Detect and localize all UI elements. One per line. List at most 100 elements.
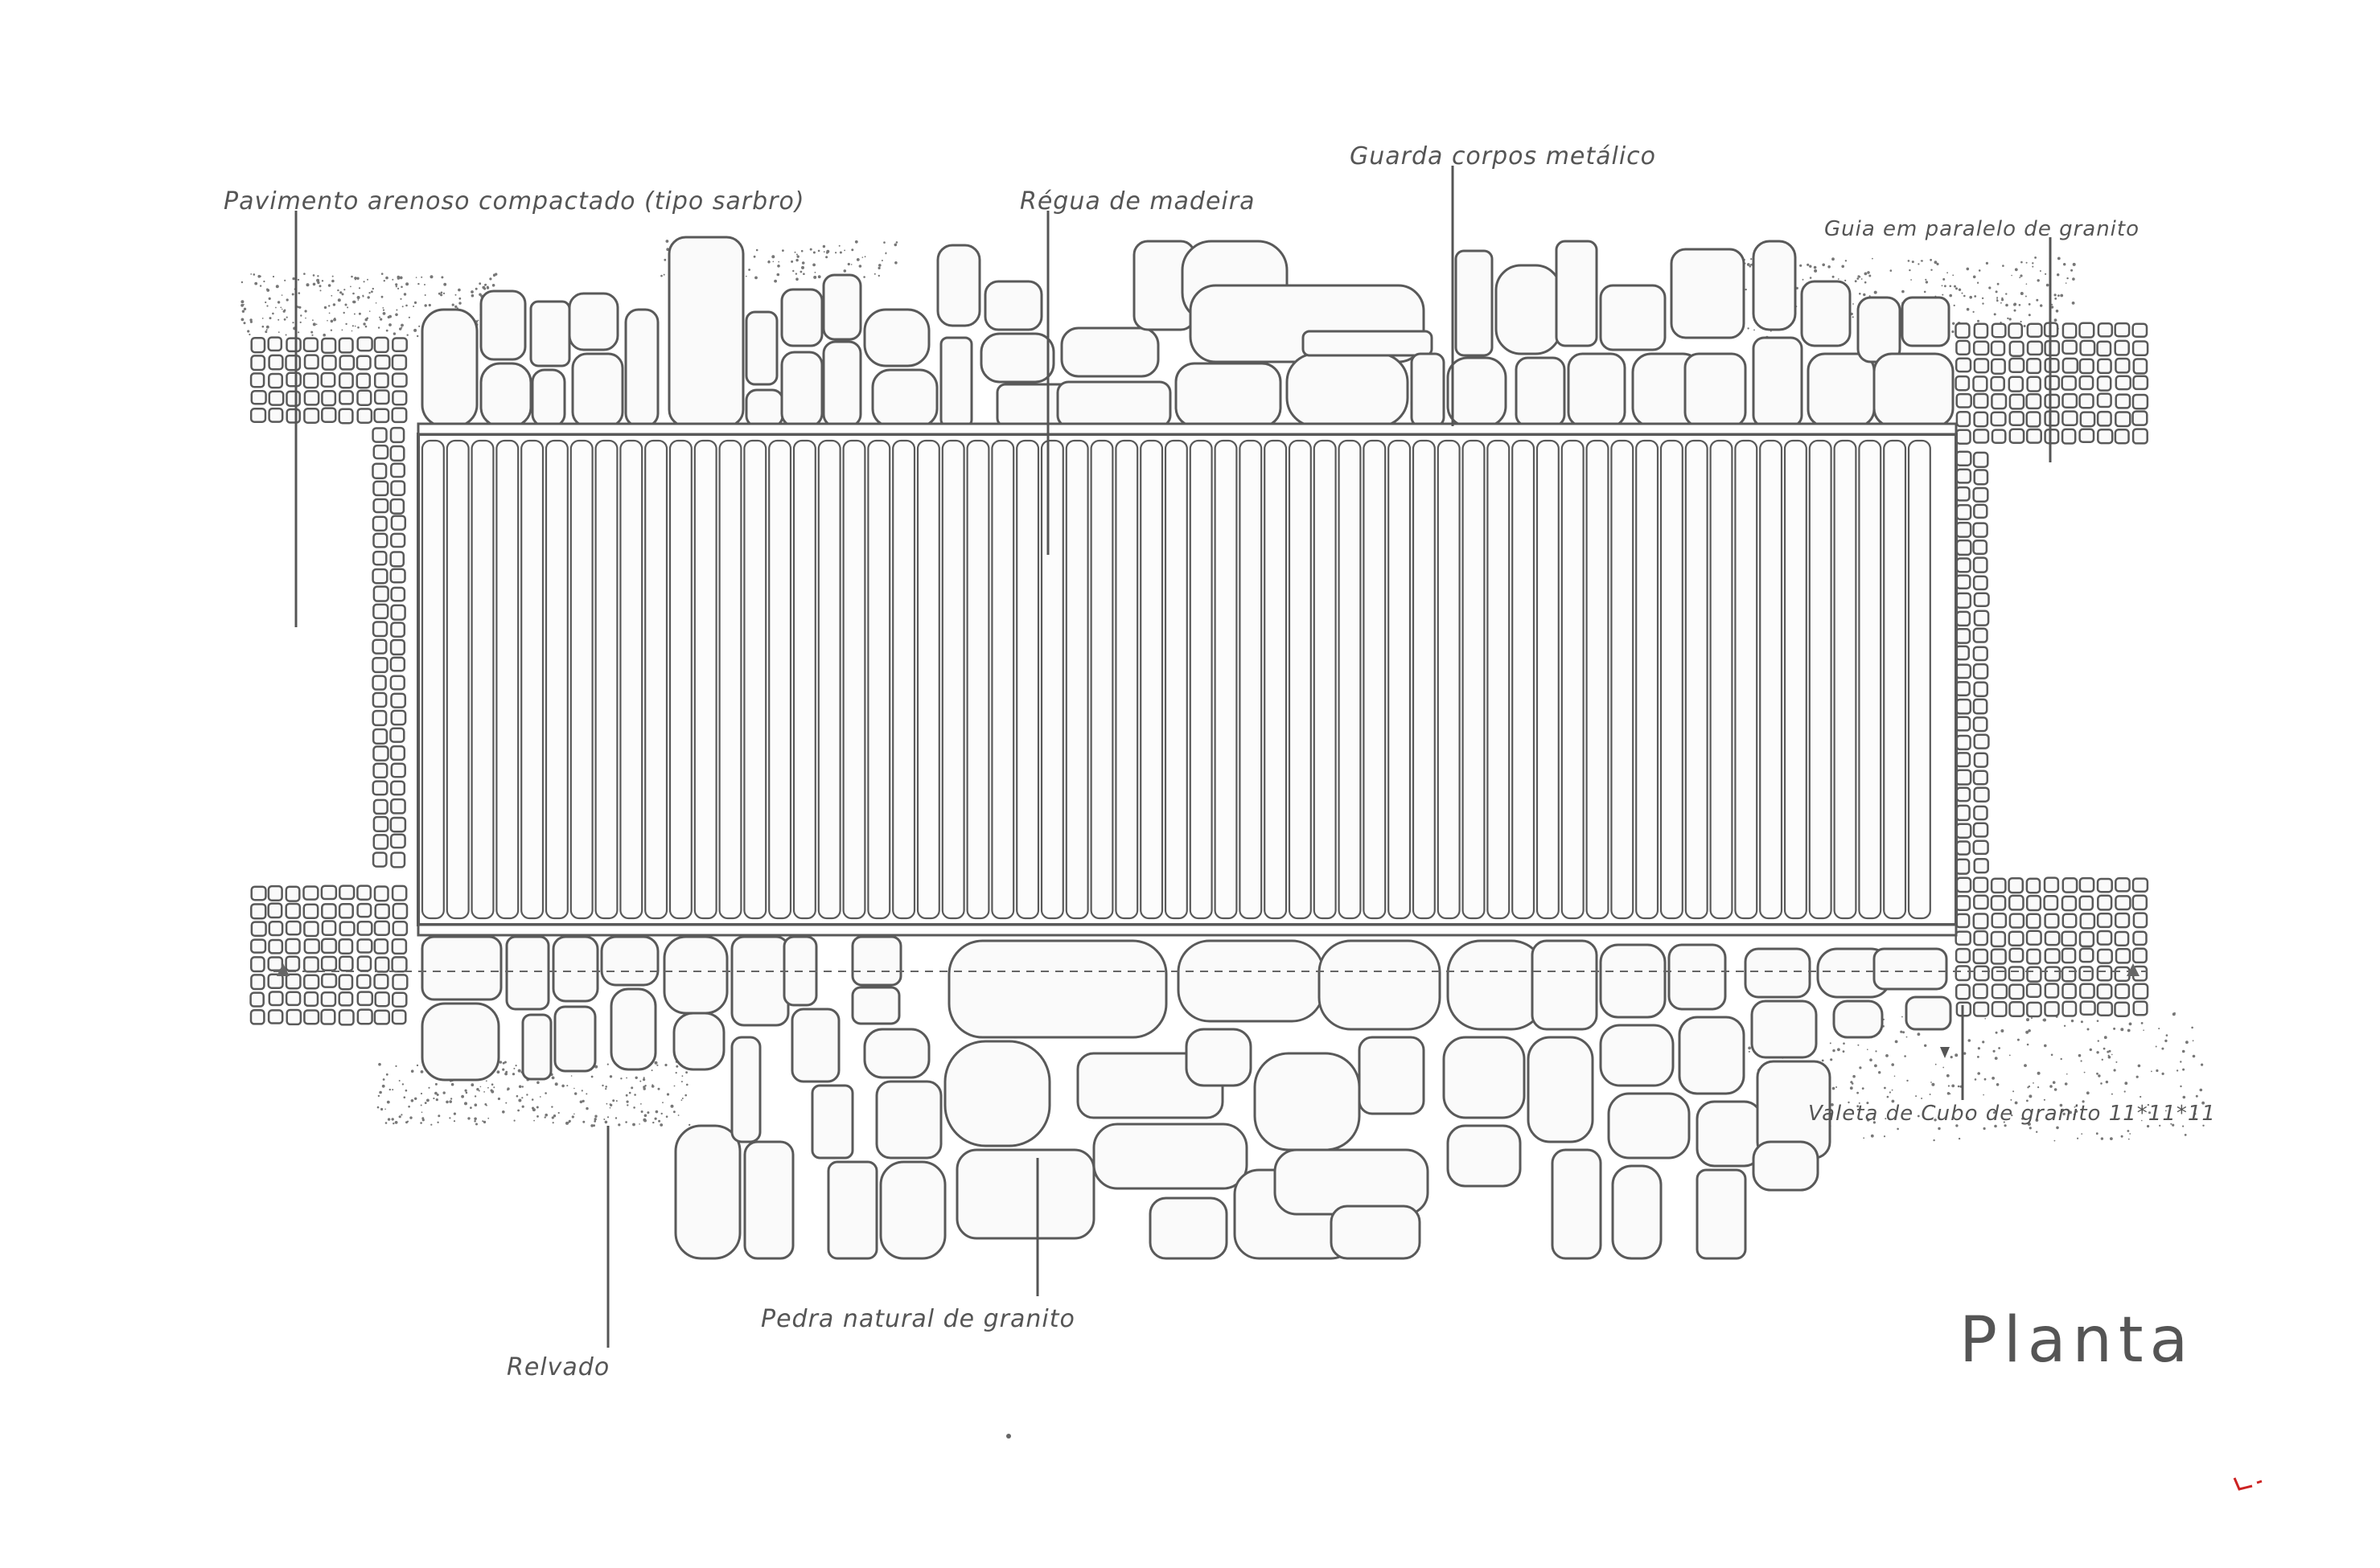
granite-cube — [389, 445, 405, 462]
granite-cube — [2008, 913, 2025, 929]
granite-cube — [320, 371, 336, 388]
sand-dot — [343, 289, 346, 291]
sand-dot — [358, 312, 361, 315]
granite-cube — [356, 902, 372, 918]
sand-dot — [626, 1100, 629, 1103]
sand-dot — [465, 1091, 468, 1094]
sand-dot — [434, 1082, 438, 1086]
sand-dot — [319, 285, 322, 288]
granite-cube — [1955, 716, 1971, 732]
sand-dot — [551, 1076, 555, 1080]
sand-dot — [483, 287, 487, 290]
sand-dot — [438, 292, 441, 295]
sand-dot — [801, 261, 805, 265]
granite-cube — [1990, 376, 2005, 392]
granite-cube — [2008, 393, 2025, 410]
sand-dot — [586, 1093, 588, 1095]
granite-cube — [2078, 966, 2094, 982]
sand-dot — [2059, 1103, 2063, 1107]
sand-dot — [299, 321, 302, 323]
sand-dot — [378, 1062, 381, 1066]
sand-dot — [479, 282, 482, 285]
sand-dot — [858, 265, 862, 268]
granite-cube — [1955, 840, 1971, 856]
granite-cube — [250, 974, 265, 991]
granite-stone — [730, 1036, 762, 1143]
sand-dot — [676, 1065, 679, 1068]
sand-dot — [512, 1073, 516, 1076]
sand-dot — [2036, 1131, 2038, 1133]
sand-dot — [382, 307, 384, 309]
granite-cube — [2008, 428, 2025, 444]
sand-dot — [1851, 1082, 1854, 1085]
sand-dot — [253, 273, 256, 276]
sand-dot — [1748, 1046, 1752, 1050]
granite-cube — [1973, 358, 1990, 374]
granite-cube — [391, 938, 408, 955]
sand-dot — [795, 277, 799, 281]
sand-dot — [652, 1121, 655, 1124]
sand-dot — [311, 334, 314, 336]
granite-cube — [356, 974, 372, 989]
granite-cube — [285, 955, 301, 972]
sand-dot — [283, 318, 286, 321]
timber-board — [1659, 439, 1683, 920]
granite-cube — [338, 372, 354, 389]
sand-dot — [333, 318, 336, 322]
sand-dot — [393, 332, 397, 335]
sand-dot — [1988, 286, 1992, 289]
granite-cube — [2115, 357, 2131, 374]
sand-dot — [1925, 278, 1927, 281]
sand-dot — [2020, 320, 2022, 323]
sand-dot — [2072, 262, 2076, 266]
sand-dot — [1920, 260, 1922, 262]
granite-stone — [780, 351, 824, 428]
sand-dot — [639, 1123, 640, 1125]
granite-cube — [391, 354, 408, 371]
sand-dot — [351, 330, 353, 332]
granite-cube — [1972, 522, 1988, 538]
sand-dot — [1856, 1091, 1860, 1094]
sand-dot — [651, 1069, 653, 1072]
sand-dot — [573, 1113, 575, 1115]
sand-dot — [2060, 293, 2064, 298]
sand-dot — [424, 304, 427, 307]
sand-dot — [438, 1114, 441, 1118]
sand-dot — [536, 1081, 540, 1085]
sand-dot — [612, 1099, 615, 1102]
granite-cube — [372, 427, 388, 443]
granite-cube — [390, 780, 406, 796]
sand-dot — [2026, 1099, 2029, 1102]
sand-dot — [1995, 1031, 1998, 1034]
sand-dot — [2074, 1113, 2076, 1116]
sand-dot — [486, 1104, 487, 1106]
granite-cube — [1990, 411, 2007, 427]
granite-cube — [2096, 948, 2113, 964]
sand-dot — [2066, 1073, 2068, 1075]
granite-cube — [1991, 1000, 2008, 1018]
sand-dot — [2096, 1072, 2098, 1075]
timber-board — [569, 439, 594, 920]
granite-cube — [2025, 877, 2041, 894]
sand-dot — [795, 253, 798, 256]
granite-cube — [373, 938, 389, 954]
granite-stone — [1442, 1036, 1526, 1119]
sand-dot — [243, 322, 246, 325]
granite-cube — [372, 603, 389, 620]
granite-cube — [356, 885, 372, 901]
sand-dot — [1967, 1039, 1971, 1042]
granite-cube — [1972, 770, 1989, 786]
sand-dot — [382, 1078, 385, 1081]
sand-dot — [285, 334, 287, 336]
sand-dot — [1977, 1047, 1980, 1050]
sand-dot — [1852, 303, 1854, 305]
sand-dot — [795, 258, 799, 262]
granite-cube — [2097, 322, 2114, 338]
sand-dot — [426, 1098, 430, 1102]
sand-dot — [2072, 277, 2075, 281]
sand-dot — [440, 293, 443, 297]
sand-dot — [647, 1111, 650, 1114]
sand-dot — [1859, 293, 1861, 295]
granite-cube — [2061, 895, 2078, 912]
